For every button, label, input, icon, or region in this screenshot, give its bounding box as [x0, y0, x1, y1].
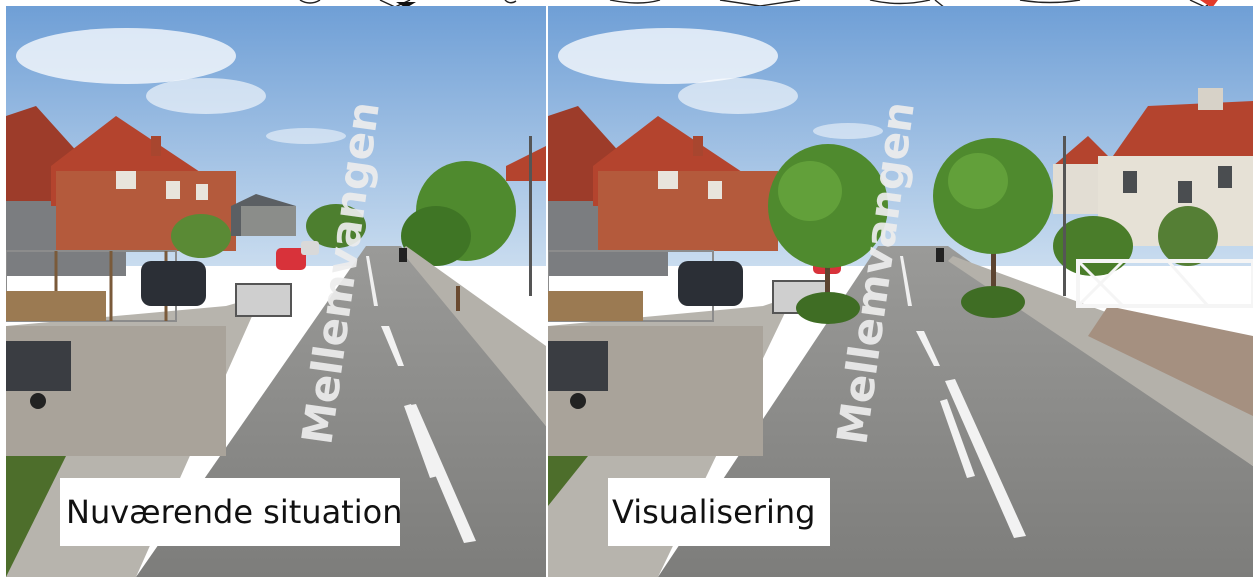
trailer — [6, 341, 71, 391]
house-roof — [506, 146, 546, 181]
parked-car — [276, 248, 306, 270]
cloud — [16, 28, 236, 84]
tree — [306, 204, 366, 248]
lamp-post — [1063, 136, 1066, 296]
window — [708, 181, 722, 199]
cloud — [678, 78, 798, 114]
cloud — [558, 28, 778, 84]
trailer — [548, 341, 608, 391]
bollard — [456, 286, 460, 311]
window — [1178, 181, 1192, 203]
house-wall — [598, 171, 778, 251]
pallet — [548, 291, 643, 321]
lane-line — [940, 399, 975, 478]
chimney — [693, 136, 703, 156]
grass — [548, 456, 588, 506]
caption-current-situation: Nuværende situation — [60, 478, 402, 546]
chimney — [1198, 88, 1223, 110]
planter-shrub — [796, 292, 860, 324]
lane-line — [945, 379, 1026, 538]
sidewalk-right — [401, 246, 546, 426]
planter-shrub — [961, 286, 1025, 318]
grass — [6, 456, 66, 577]
tree — [1158, 206, 1218, 266]
tree — [171, 214, 231, 258]
window — [116, 171, 136, 189]
pallet — [6, 291, 106, 321]
chimney — [151, 136, 161, 156]
sidewalk-right — [948, 256, 1253, 466]
motorcyclist — [936, 248, 944, 262]
cloud — [813, 123, 883, 139]
window — [1123, 171, 1137, 193]
window — [196, 184, 208, 200]
cloud — [266, 128, 346, 144]
visualization-photo: Mellemvangen — [548, 6, 1253, 577]
window — [166, 181, 180, 199]
white-fence — [1076, 259, 1253, 308]
trailer — [235, 283, 292, 317]
window — [1218, 166, 1232, 188]
lane-line — [404, 404, 438, 478]
lamp-post — [529, 136, 532, 296]
tree — [401, 206, 471, 266]
parked-car — [141, 261, 206, 306]
window — [658, 171, 678, 189]
motorcyclist — [399, 248, 407, 262]
parked-car — [678, 261, 743, 306]
distant-house — [241, 206, 296, 236]
cloud — [146, 78, 266, 114]
caption-visualization: Visualisering — [608, 478, 830, 546]
new-tree-trunk — [991, 216, 996, 296]
house-roof — [1113, 101, 1253, 166]
parked-car — [301, 241, 319, 255]
brick-pavement — [1088, 306, 1253, 416]
